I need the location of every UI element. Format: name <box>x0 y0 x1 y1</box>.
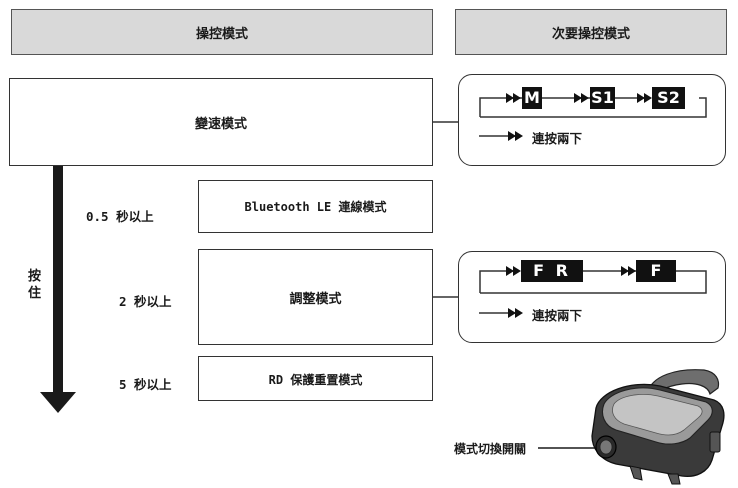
mode-switch-label: 模式切換開關 <box>454 442 527 456</box>
hold-label: 按住 <box>28 269 42 301</box>
main-mode-header: 操控模式 <box>11 9 433 55</box>
cycle-chip-m: M <box>522 87 542 109</box>
time-label-reset: 5 秒以上 <box>119 377 172 392</box>
time-label-adjust: 2 秒以上 <box>119 294 172 309</box>
bluetooth-mode-box: Bluetooth LE 連線模式 <box>198 180 433 233</box>
cycle-chip-f: F <box>636 260 676 282</box>
shift-mode-box: 變速模式 <box>9 78 433 166</box>
adjust-mode-box: 調整模式 <box>198 249 433 345</box>
cycle-chip-fr: F R <box>521 260 583 282</box>
sub-mode-header: 次要操控模式 <box>455 9 727 55</box>
cycle-chip-s2: S2 <box>652 87 685 109</box>
adjust-cycle-panel <box>458 251 726 343</box>
adjust-cycle-legend: 連按兩下 <box>532 308 583 323</box>
shift-cycle-legend: 連按兩下 <box>532 131 583 146</box>
time-label-bluetooth: 0.5 秒以上 <box>86 209 154 224</box>
reset-mode-box: RD 保護重置模式 <box>198 356 433 401</box>
cycle-chip-s1: S1 <box>590 87 615 109</box>
